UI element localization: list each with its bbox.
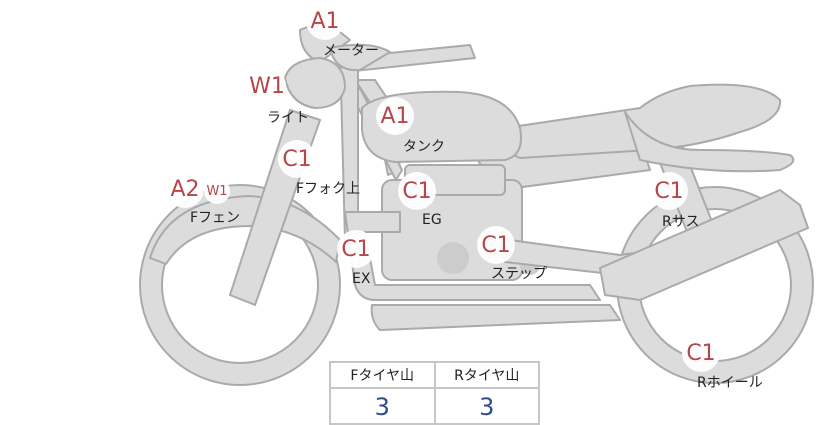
rear-suspension-grade: C1 (650, 172, 688, 210)
tire-tread-table: Fタイヤ山 Rタイヤ山 3 3 (329, 361, 540, 425)
rear-wheel-label: Rホイール (697, 375, 763, 391)
headlight-shape (284, 57, 346, 109)
front-fender-grade: A2 (166, 170, 204, 208)
rear-suspension-label: Rサス (662, 214, 700, 230)
rear-tread-header: Rタイヤ山 (433, 363, 539, 387)
engine-grade: C1 (398, 172, 436, 210)
meter-grade: A1 (306, 2, 344, 40)
front-tread-header: Fタイヤ山 (350, 368, 415, 384)
seat-bottom-shape (624, 111, 795, 173)
tread-table-header-row: Fタイヤ山 Rタイヤ山 (331, 363, 538, 389)
engine-label: EG (422, 212, 442, 228)
muffler-shape (599, 189, 809, 301)
front-fender-grade-extra: W1 (204, 178, 230, 204)
light-label: ライト (267, 110, 309, 126)
tank-label: タンク (403, 139, 445, 155)
exhaust-label: EX (352, 271, 371, 287)
front-fork-label: Fフォク上 (296, 181, 361, 197)
light-grade: W1 (248, 67, 286, 105)
tread-table-value-row: 3 3 (331, 389, 538, 425)
meter-label: メーター (323, 43, 379, 59)
rear-wheel-grade: C1 (682, 334, 720, 372)
exhaust-grade: C1 (337, 230, 375, 268)
front-fender-label: Fフェン (190, 210, 241, 226)
step-grade: C1 (477, 226, 515, 264)
tank-grade: A1 (376, 97, 414, 135)
step-label: ステップ (491, 266, 547, 282)
front-tread-value: 3 (374, 393, 390, 421)
front-fork-grade: C1 (278, 140, 316, 178)
rear-tread-value: 3 (433, 389, 539, 425)
